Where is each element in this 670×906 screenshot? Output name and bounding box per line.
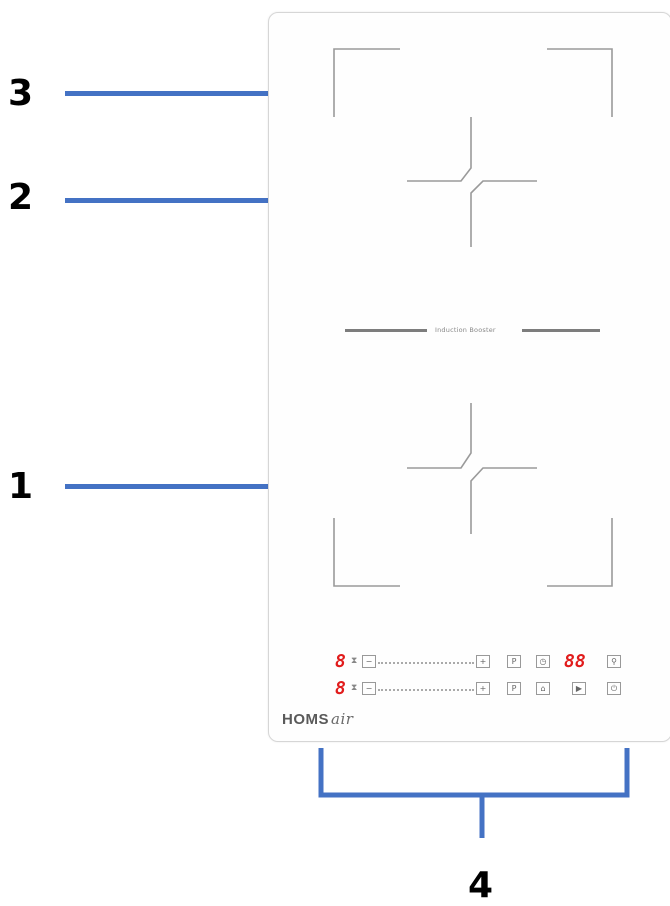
timer-clock-button[interactable]: ◷ (536, 655, 550, 668)
timer-display: 88 (564, 651, 586, 672)
zone-3-top-corners (333, 48, 613, 587)
control-row-1: 8 ⧗ − + P ◷ 88 ⚲ (269, 653, 670, 675)
boost-plus-button[interactable]: + (476, 682, 490, 695)
power-button[interactable]: ⏻ (607, 682, 621, 695)
power-slider-track[interactable] (378, 662, 474, 664)
callout-1-line (65, 484, 394, 489)
power-slider-track[interactable] (378, 689, 474, 691)
control-row-2: 8 ⧗ − + P ⌂ ▶ ⏻ (269, 680, 670, 702)
booster-right-line (522, 329, 600, 332)
callout-3-line (65, 91, 302, 96)
callout-2: 2 (8, 177, 34, 218)
lock-button[interactable]: ⚲ (607, 655, 621, 668)
callout-1: 1 (8, 466, 34, 507)
callout-3: 3 (8, 73, 34, 114)
callout-2-line (65, 198, 394, 203)
plus-button[interactable]: + (476, 655, 490, 668)
brand-script: air (331, 710, 354, 728)
booster-left-line (345, 329, 427, 332)
booster-label: Induction Booster (435, 326, 496, 334)
hourglass-icon[interactable]: ⧗ (351, 656, 358, 666)
callout-4: 4 (468, 865, 494, 906)
pause-p-button[interactable]: P (507, 655, 521, 668)
minus-button[interactable]: − (362, 682, 376, 695)
zone-display-2: 8 (335, 678, 346, 699)
induction-hob: Induction Booster 8 ⧗ − + P ◷ 88 ⚲ 8 ⧗ −… (268, 12, 670, 742)
minus-button[interactable]: − (362, 655, 376, 668)
keep-warm-pot-button[interactable]: ⌂ (536, 682, 550, 695)
zone-display-1: 8 (335, 651, 346, 672)
play-button[interactable]: ▶ (572, 682, 586, 695)
pause-p-button[interactable]: P (507, 682, 521, 695)
hourglass-icon[interactable]: ⧗ (351, 683, 358, 693)
brand-name: HOMS (282, 711, 329, 728)
